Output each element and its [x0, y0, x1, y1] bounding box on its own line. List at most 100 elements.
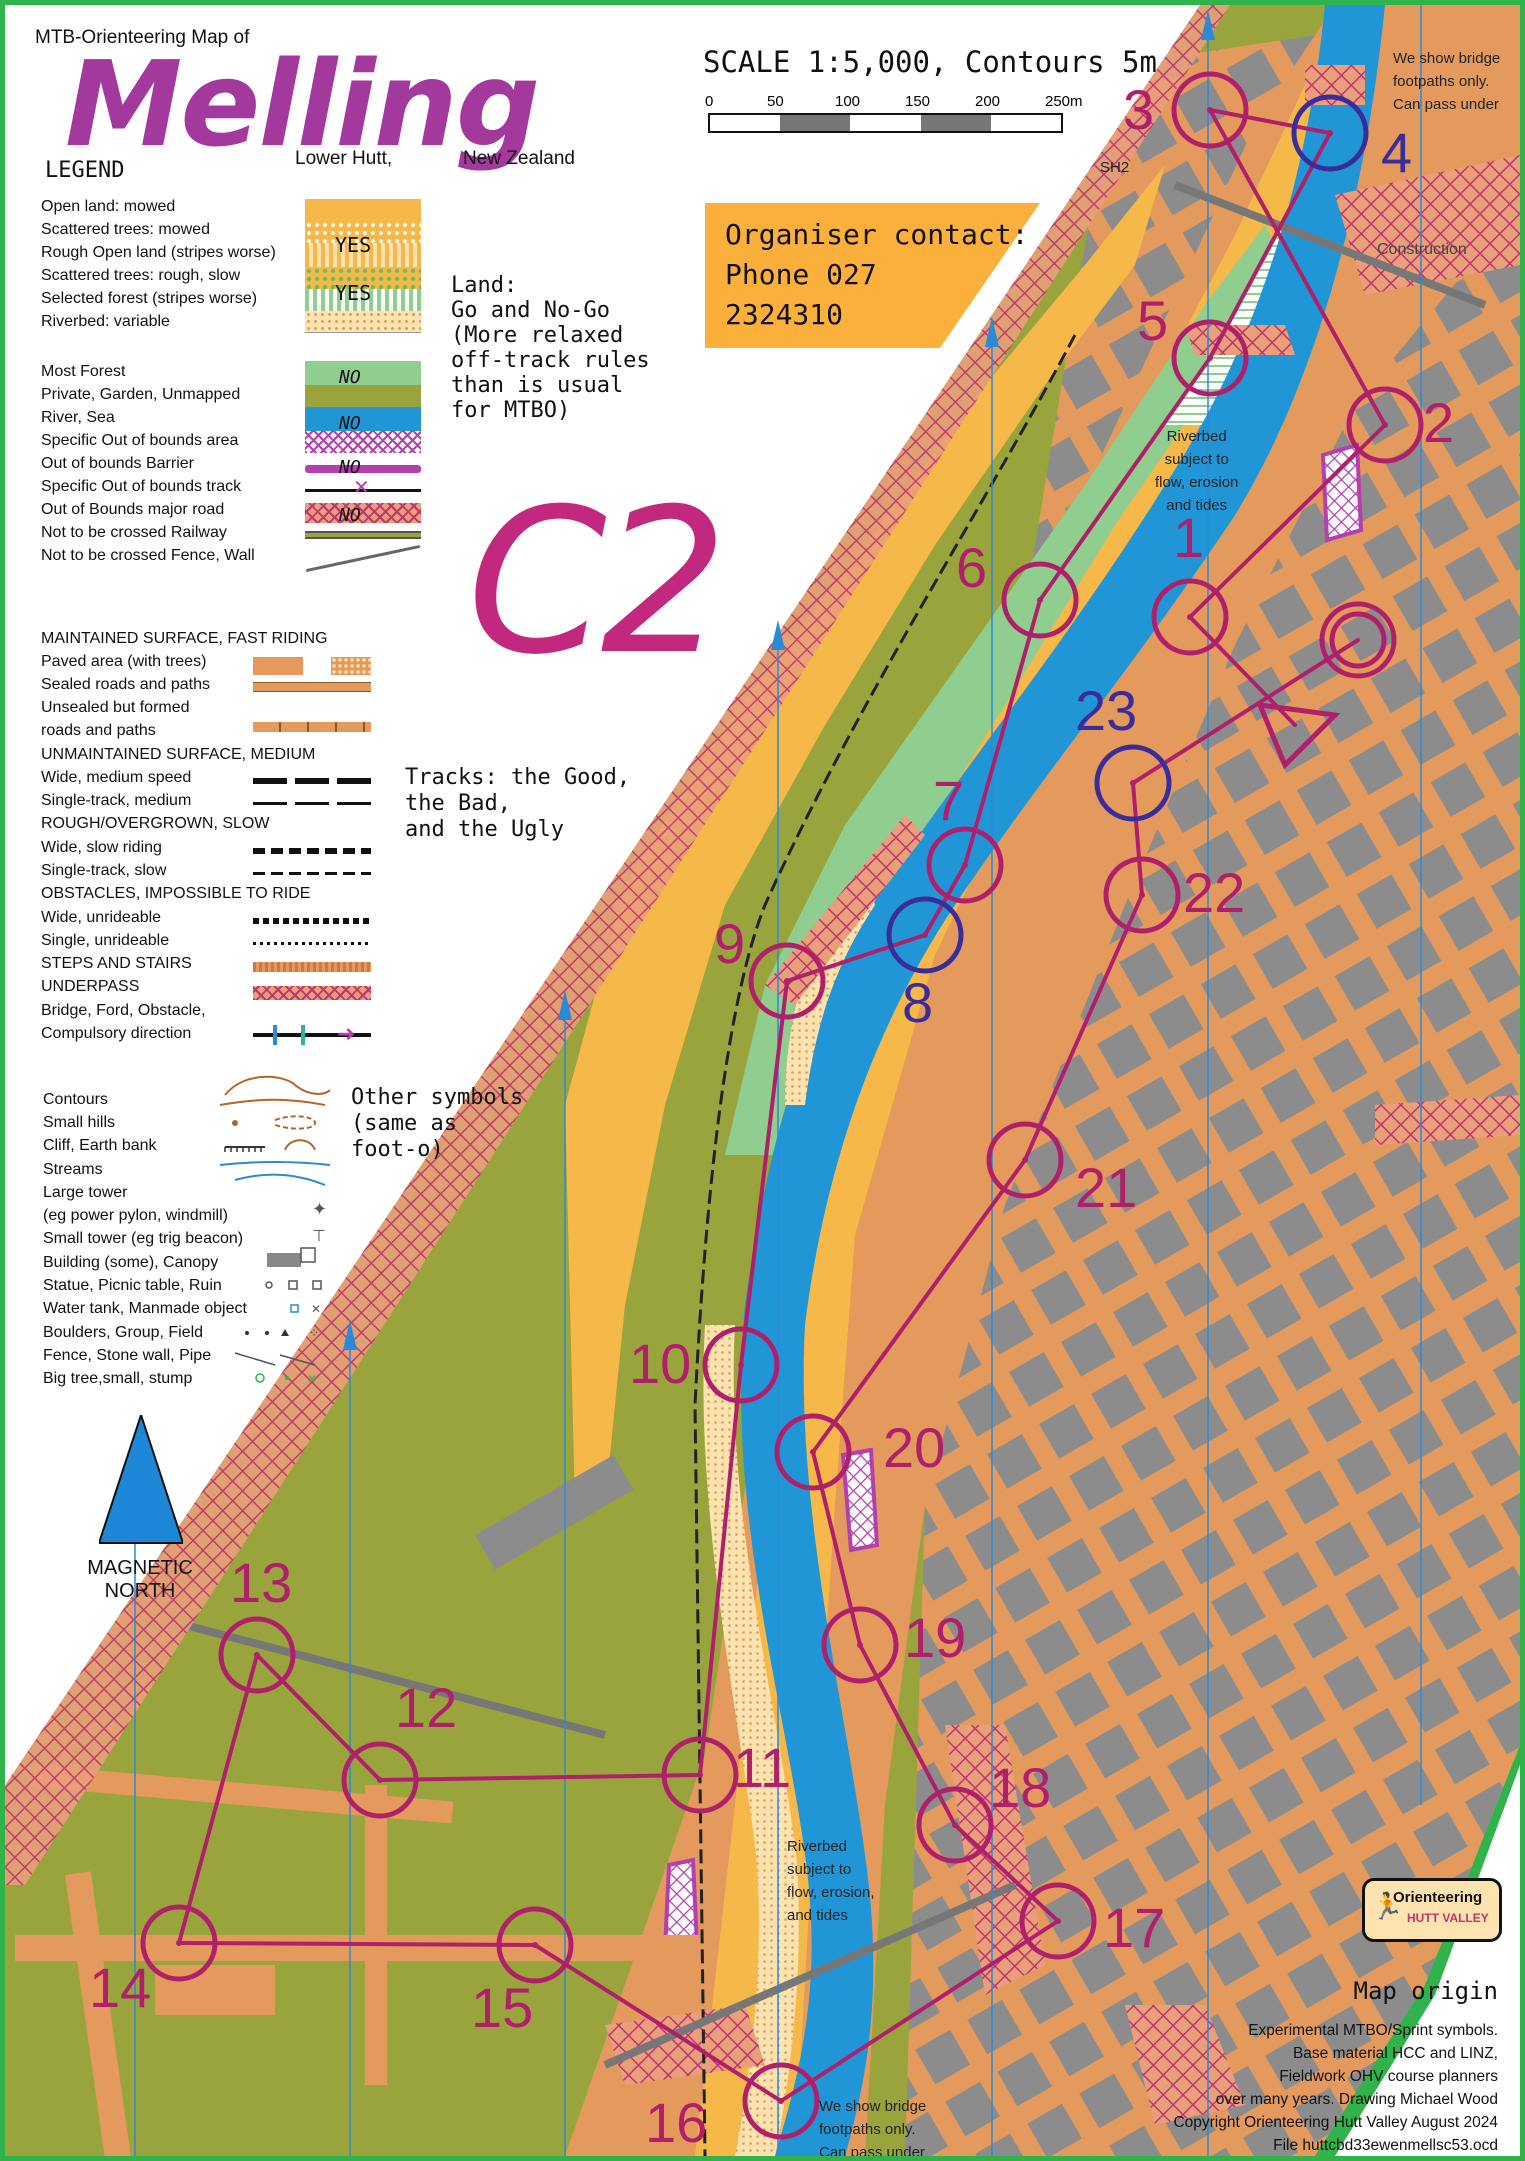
riverbed-note-line: Riverbed	[787, 1838, 848, 1855]
legend-nogo-item: Specific Out of bounds area	[41, 432, 239, 449]
map-origin-line: over many years. Drawing Michael Wood	[1215, 2091, 1498, 2108]
legend-nogo-item: Not to be crossed Railway	[41, 524, 227, 541]
svg-text:⊤: ⊤	[312, 1226, 326, 1245]
course-leg-21-22	[1023, 893, 1144, 1162]
control-number-20: 20	[883, 1416, 946, 1479]
legend-land-item: Scattered trees: rough, slow	[41, 267, 241, 284]
control-center-2	[1382, 422, 1388, 428]
legend-track-item: Wide, slow riding	[41, 839, 162, 856]
control-center-19	[857, 1642, 863, 1648]
organiser-box: Organiser contact: Phone 027 2324310	[705, 203, 1040, 348]
bridge-note-line: Can pass under	[819, 2144, 925, 2161]
course-leg-17-18	[953, 1823, 1060, 1923]
swatch-scattered-mowed	[305, 221, 421, 243]
map-origin-heading: Map origin	[1353, 1977, 1499, 2005]
control-number-22: 22	[1183, 861, 1246, 924]
course-leg-4-5	[1208, 131, 1332, 360]
legend-track-item: Paved area (with trees)	[41, 653, 207, 670]
legend-land-item: Riverbed: variable	[41, 313, 170, 330]
legend-track-item: UNDERPASS	[41, 978, 140, 995]
legend-other-item: Large tower	[43, 1184, 128, 1201]
oob-track-cross-icon: ✕	[353, 477, 370, 499]
control-number-23: 23	[1075, 679, 1138, 742]
course-leg-7-8	[923, 863, 967, 937]
bridge-note-top: We show bridge footpaths only. Can pass …	[1393, 47, 1500, 116]
map-origin-line: Base material HCC and LINZ,	[1292, 2045, 1498, 2062]
swatch-steps	[253, 962, 371, 972]
control-circle-7	[926, 826, 1004, 904]
swatch-wide-slow	[253, 848, 371, 854]
control-center-21	[1022, 1157, 1028, 1163]
swatch-oob-major-road	[305, 503, 421, 523]
legend-land-item: Selected forest (stripes worse)	[41, 290, 258, 307]
legend-heading: LEGEND	[45, 158, 125, 183]
control-number-1: 1	[1173, 506, 1205, 569]
swatch-wide-unrideable	[253, 918, 371, 924]
control-number-16: 16	[645, 2091, 708, 2154]
control-number-12: 12	[395, 1676, 458, 1739]
bridge-note-bottom: We show bridge footpaths only. Can pass …	[819, 2095, 926, 2161]
legend-nogo-item: Out of bounds Barrier	[41, 455, 194, 472]
swatch-paved	[253, 657, 303, 675]
map-kicker: MTB-Orienteering Map of	[35, 27, 250, 48]
course-leg-5-6	[1038, 356, 1212, 602]
course-leg-16-17	[779, 1919, 1060, 2103]
legend-other-item: Boulders, Group, Field	[43, 1324, 204, 1341]
north-label-line2: NORTH	[104, 1580, 176, 1602]
control-circle-9	[748, 942, 826, 1020]
control-center-8	[922, 932, 928, 938]
organiser-line2: Phone 027	[725, 258, 877, 291]
control-center-4	[1327, 130, 1333, 136]
control-number-10: 10	[629, 1332, 692, 1395]
riverbed-note-line: subject to	[1164, 451, 1229, 468]
control-number-5: 5	[1137, 289, 1169, 352]
control-center-10	[738, 1362, 744, 1368]
map-origin-line: File huttcbd33ewenmellsc53.ocd	[1273, 2137, 1498, 2154]
legend-track-item: Single-track, medium	[41, 792, 192, 809]
track-note: Tracks: the Good, the Bad, and the Ugly	[405, 765, 630, 843]
legend-other-item: Contours	[43, 1091, 108, 1108]
yes-mark: YES	[335, 281, 372, 305]
swatch-open-mowed	[305, 199, 421, 221]
swatch-unsealed-road	[253, 722, 371, 732]
legend-other-item: Small hills	[43, 1114, 116, 1131]
legend-track-item: Wide, medium speed	[41, 769, 192, 786]
finish-outer-circle	[1319, 601, 1397, 679]
other-note-line: (same as	[351, 1111, 457, 1136]
control-circle-20	[774, 1413, 852, 1491]
control-circle-11	[661, 1736, 739, 1814]
svg-text:⁘: ⁘	[309, 1326, 319, 1340]
legend-land-item: Open land: mowed	[41, 198, 176, 215]
swatch-bridge-line	[253, 1033, 371, 1037]
control-center-9	[784, 978, 790, 984]
track-note-line: the Bad,	[405, 791, 511, 816]
riverbed-note-line: Riverbed	[1166, 428, 1227, 445]
legend-nogo-item: Not to be crossed Fence, Wall	[41, 547, 255, 564]
control-center-3	[1207, 107, 1213, 113]
legend-other-item: Small tower (eg trig beacon)	[43, 1230, 244, 1247]
riverbed-note-line: and tides	[1166, 497, 1228, 514]
legend-other-item: Streams	[43, 1161, 103, 1178]
control-center-7	[962, 862, 968, 868]
control-number-19: 19	[904, 1606, 967, 1669]
scale-tick: 200	[975, 93, 1001, 110]
svg-text:✕: ✕	[311, 1302, 321, 1316]
course-leg-11-12	[378, 1773, 702, 1782]
swatch-single-slow	[253, 872, 371, 875]
swatch-underpass	[253, 986, 371, 1000]
control-center-15	[532, 1942, 538, 1948]
control-circle-19	[821, 1606, 899, 1684]
legend-track-item: Unsealed but formed	[41, 699, 190, 716]
control-center-6	[1037, 597, 1043, 603]
scale-tick: 150	[905, 93, 931, 110]
legend-other-item: Building (some), Canopy	[43, 1254, 219, 1271]
riverbed-note-line: and tides	[787, 1907, 848, 1924]
course-leg-9-10	[739, 979, 789, 1367]
control-number-21: 21	[1075, 1156, 1138, 1219]
control-number-6: 6	[956, 536, 988, 599]
land-note-line: off-track rules	[451, 348, 650, 373]
legend-track-item: roads and paths	[41, 722, 156, 739]
course-leg-14-15	[177, 1941, 537, 1947]
control-circle-18	[916, 1786, 994, 1864]
finish-inner-circle	[1329, 611, 1387, 669]
